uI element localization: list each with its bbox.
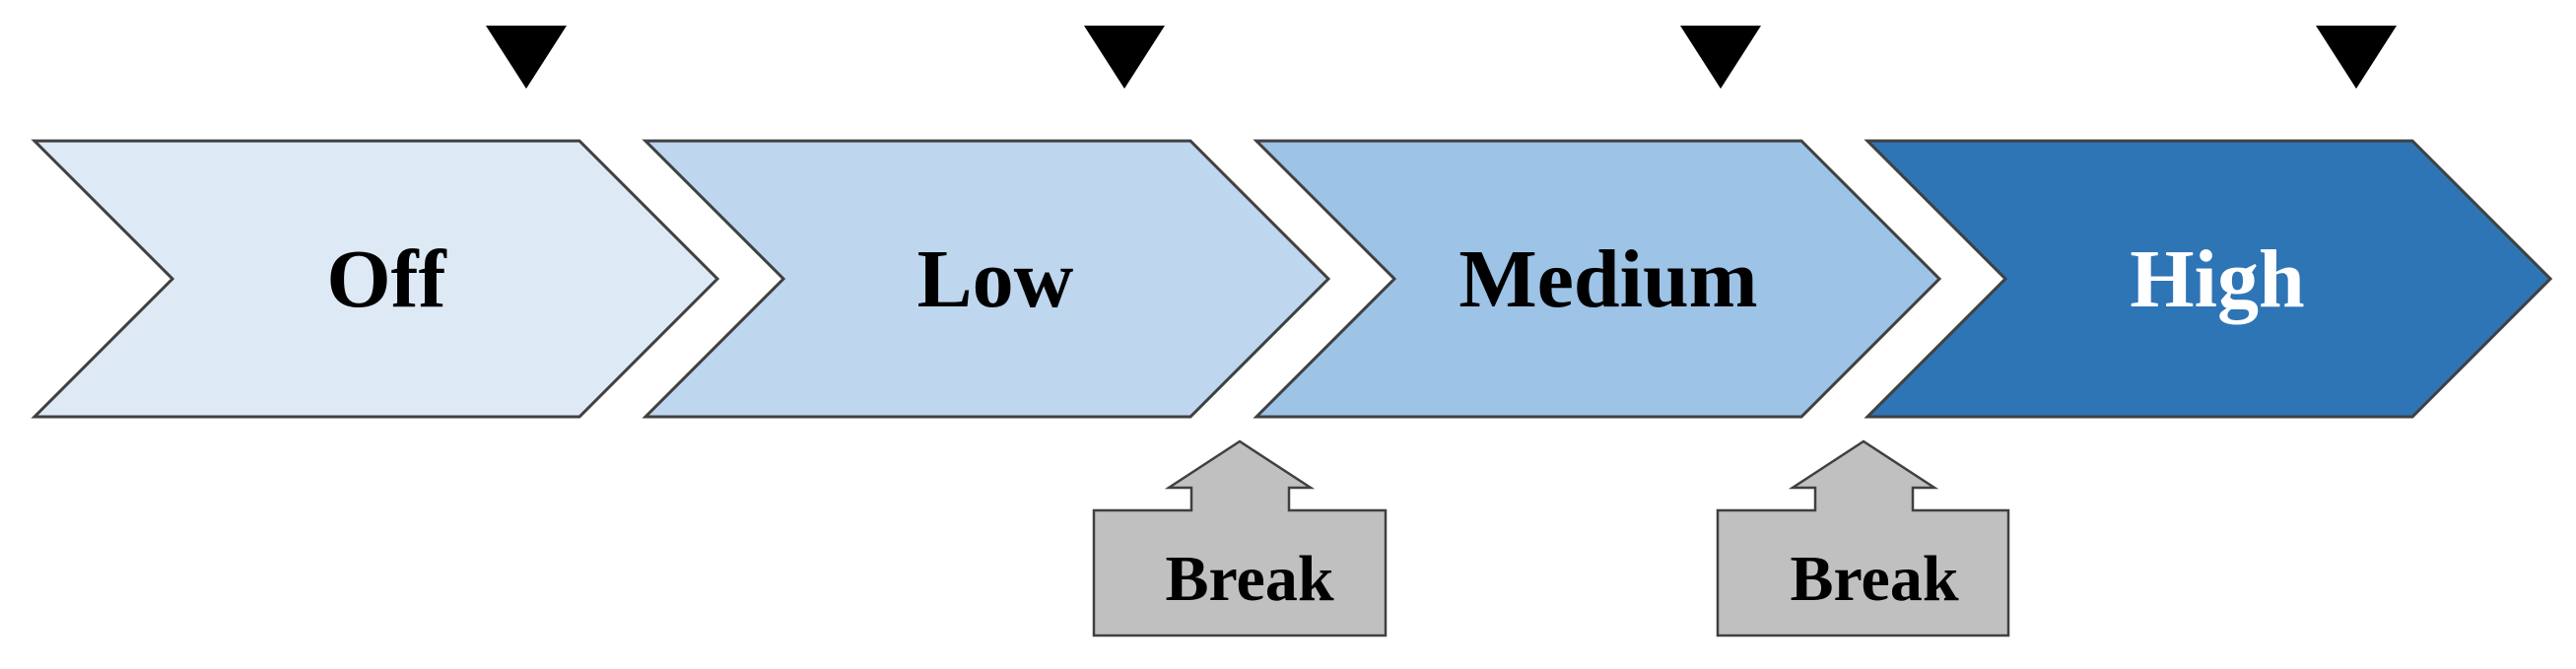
break-callout-1-label: Break	[1165, 543, 1333, 615]
stage-off-marker-icon	[486, 26, 567, 89]
break-callout-1: Break	[1092, 439, 1388, 637]
stage-high-chevron	[1864, 139, 2553, 419]
stage-medium-label: Medium	[1458, 234, 1757, 325]
break-callout-1-up-arrow-icon	[1092, 439, 1388, 637]
stage-medium-marker-icon	[1680, 26, 1761, 89]
stage-high: High	[1864, 26, 2553, 419]
stage-medium-chevron	[1253, 139, 1942, 419]
stage-low: Low	[642, 26, 1331, 419]
stage-off-chevron	[31, 139, 720, 419]
stage-low-chevron	[642, 139, 1331, 419]
stage-medium: Medium	[1253, 26, 1942, 419]
stage-low-label: Low	[917, 234, 1074, 325]
stage-high-marker-icon	[2316, 26, 2397, 89]
break-callout-2-up-arrow-icon	[1716, 439, 2010, 637]
break-callout-2: Break	[1716, 439, 2010, 637]
stage-off-label: Off	[326, 234, 446, 325]
break-callout-2-label: Break	[1790, 543, 1958, 615]
stage-off: Off	[31, 26, 720, 419]
stage-low-marker-icon	[1084, 26, 1165, 89]
stage-high-label: High	[2130, 234, 2304, 325]
